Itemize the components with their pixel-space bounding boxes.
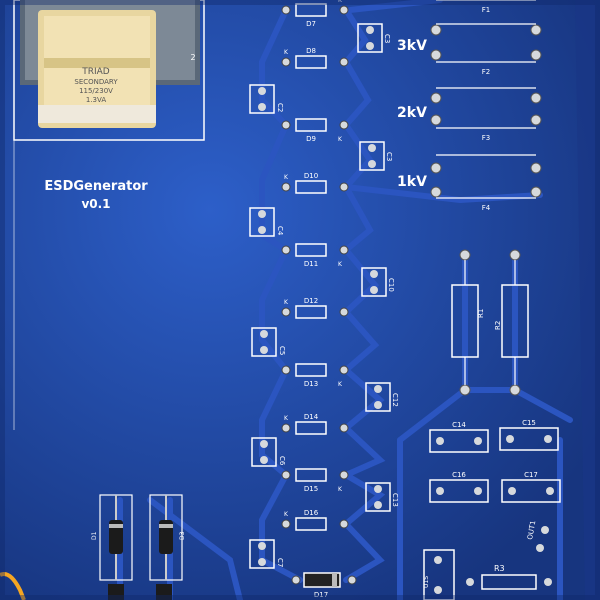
fuse-label-f3: F3 (482, 134, 490, 142)
cap-label-right-4: C12 (391, 393, 399, 407)
voltage-label-3kv: 3kV (397, 38, 427, 54)
resistor-pair: R1 R2 (451, 249, 529, 396)
cap-label-c16: C16 (452, 471, 466, 479)
transformer-label-2: SECONDARY (74, 78, 118, 86)
part-u1s: U1S (423, 549, 455, 600)
resistor-label-r3: R3 (494, 564, 505, 573)
cap-label-c17: C17 (524, 471, 538, 479)
cap-block-bottom: C14 C15 C16 C17 (429, 419, 561, 503)
board-version: v0.1 (81, 197, 110, 211)
fuse-label-f2: F2 (482, 68, 490, 76)
diode-label-d12: D12 (304, 297, 318, 305)
cap-label-c14: C14 (452, 421, 466, 429)
output-label: OUT1 (526, 520, 537, 540)
cap-label-right-3: C10 (387, 278, 395, 292)
diode-label-d9: D9 (306, 135, 316, 143)
transformer-label-4: 1.3VA (86, 96, 106, 104)
voltage-label-1kv: 1kV (397, 174, 427, 190)
diode-k-marker: K (338, 0, 343, 4)
diode-label-d8: D8 (306, 47, 316, 55)
bottom-diodes: D1 D3 (91, 494, 186, 600)
orange-wire (0, 572, 26, 600)
diode-label-d13: D13 (304, 380, 318, 388)
part-label-u1s: U1S (423, 576, 430, 588)
cap-label-c6: C6 (278, 456, 286, 466)
diode-label-d14: D14 (304, 413, 319, 421)
diode-chain: D7 K D8 K D9 K D10 K D11 (281, 0, 357, 599)
cap-label-right-2: C3 (385, 152, 393, 161)
fuse-label-f4: F4 (482, 204, 491, 212)
cap-label-c4: C4 (276, 226, 284, 236)
voltage-label-2kv: 2kV (397, 105, 427, 121)
resistor-label-r1: R1 (477, 309, 485, 318)
diode-label-d10: D10 (304, 172, 318, 180)
diode-k-marker: K (338, 381, 343, 388)
transformer-label-3: 115/230V (79, 87, 113, 95)
diode-k-marker: K (284, 174, 289, 181)
diode-k-marker: K (284, 299, 289, 306)
resistor-label-r2: R2 (494, 321, 502, 330)
diode-label-d7: D7 (306, 20, 316, 28)
diode-k-marker: K (338, 486, 343, 493)
fuse-block: F1 F2 F3 F4 3kV 2kV 1kV (397, 0, 542, 212)
diode-k-marker: K (284, 49, 289, 56)
transformer-outline (13, 0, 205, 141)
diode-label-d1: D1 (91, 531, 98, 540)
diode-k-marker: K (284, 511, 289, 518)
transformer-pin-label: 2 (190, 53, 195, 62)
resistor-r3: R3 (466, 564, 552, 590)
cap-label-c15: C15 (522, 419, 536, 427)
capacitor-column-right: C3 C3 C10 C12 C13 (357, 23, 399, 512)
board-edge (575, 0, 600, 600)
fuse-label-f1: F1 (482, 6, 490, 14)
diode-label-d15: D15 (304, 485, 318, 493)
diode-label-d3: D3 (179, 531, 186, 540)
transformer-label-1: TRIAD (81, 67, 110, 77)
board-title: ESDGenerator (44, 179, 148, 194)
diode-label-d11: D11 (304, 260, 318, 268)
cap-label-c7: C7 (276, 558, 284, 567)
cap-label-c2: C2 (276, 103, 284, 112)
capacitor-column-left: C2 C4 C5 C6 C7 (249, 84, 286, 569)
cap-label-c5: C5 (278, 346, 286, 355)
diode-label-d16: D16 (304, 509, 319, 517)
diode-k-marker: K (338, 261, 343, 268)
transformer: TRIAD SECONDARY 115/230V 1.3VA 2 (20, 0, 200, 128)
diode-k-marker: K (338, 136, 343, 143)
diode-label-d17: D17 (314, 591, 328, 599)
output-connector: OUT1 (526, 520, 549, 552)
cap-label-right-5: C13 (391, 493, 399, 507)
diode-k-marker: K (284, 415, 289, 422)
cap-label-right-1: C3 (383, 34, 391, 43)
